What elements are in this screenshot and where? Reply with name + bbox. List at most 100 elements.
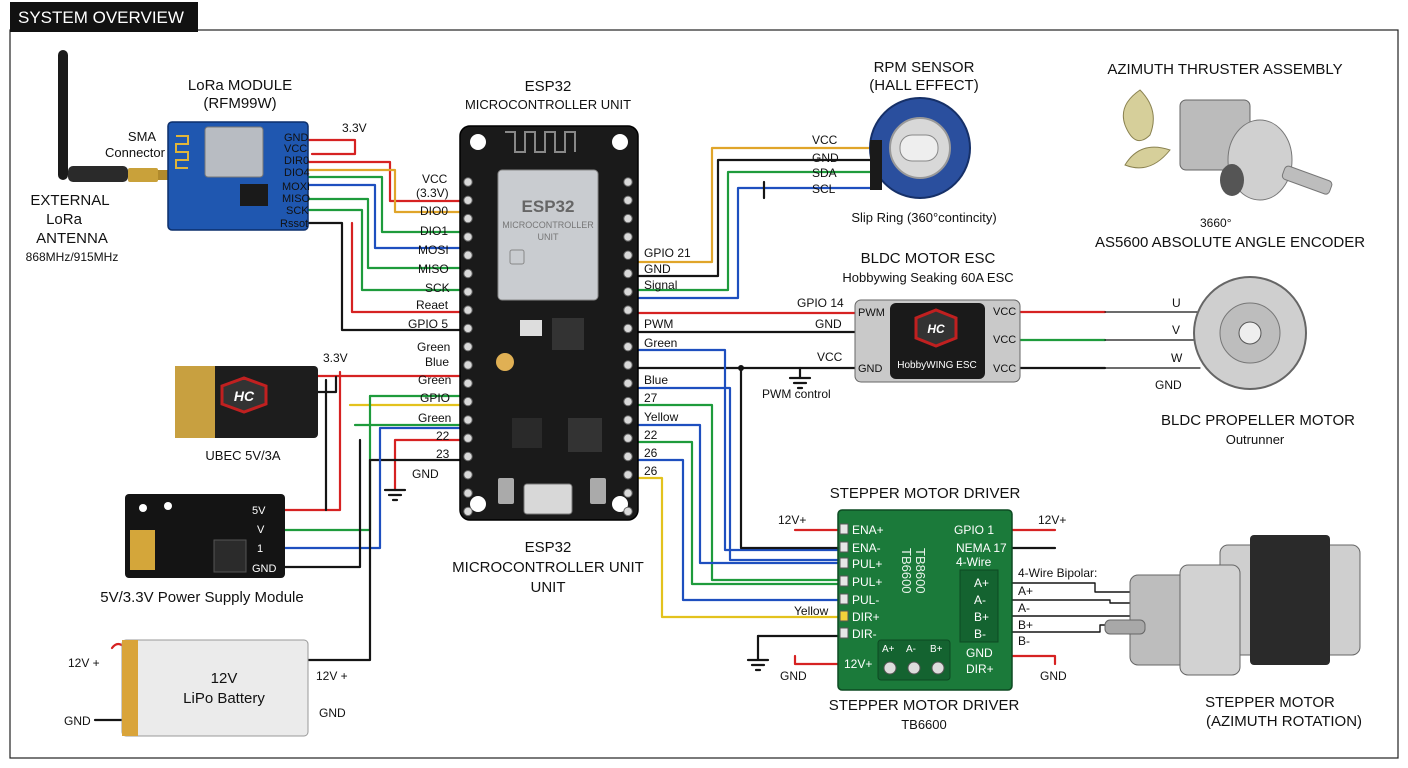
esp-left-header-pin xyxy=(463,268,473,279)
esp-left-header-pin xyxy=(463,378,473,388)
motor-w-label: W xyxy=(1171,351,1183,365)
driver-left-terminal xyxy=(839,523,849,535)
motor-v-label: V xyxy=(1172,323,1180,337)
motor-gnd-label: GND xyxy=(1155,378,1182,392)
driver-pin-pul-plus: PUL+ xyxy=(852,557,882,571)
thruster-title: AZIMUTH THRUSTER ASSEMBLY xyxy=(1107,61,1342,78)
esp-left-header-pin xyxy=(463,470,473,480)
esp-right-header-pin xyxy=(623,250,633,260)
svg-text:HC: HC xyxy=(927,322,945,336)
lora-pin-moxi: MOXI xyxy=(282,181,310,193)
lora-pin-labels: GND VCC DIR0 DIO4 MOXI MISO SCK Rssot xyxy=(280,132,311,230)
svg-text:HC: HC xyxy=(234,388,255,404)
driver-bottom-b-plus: B+ xyxy=(930,644,943,655)
ubec-green3-label: Green xyxy=(418,411,451,425)
battery-label-1: 12V xyxy=(211,670,238,687)
esp-left-header-pin xyxy=(463,177,473,187)
esp-left-header-pin xyxy=(463,451,473,462)
esp-yellow-label: Yellow xyxy=(644,410,679,424)
driver-12v-bottom: 12V+ xyxy=(844,657,872,671)
coil-b-plus: B+ xyxy=(1018,618,1033,632)
motor-title: BLDC PROPELLER MOTOR xyxy=(1161,412,1355,429)
esp-signal-label: Signal xyxy=(644,278,677,292)
esc-title: BLDC MOTOR ESC xyxy=(861,250,996,267)
ubec-module: HC xyxy=(175,366,318,438)
antenna-frequency: 868MHz/915MHz xyxy=(26,250,119,264)
lora-pin-reset: Rssot xyxy=(280,218,308,230)
driver-pin-ena-plus: ENA+ xyxy=(852,523,884,537)
driver-pin-dir-plus: DIR+ xyxy=(852,610,880,624)
esp32-rf-shield xyxy=(497,169,599,301)
esp-vcc-label: VCC xyxy=(422,172,448,186)
stepper-motor-label-2: (AZIMUTH ROTATION) xyxy=(1206,713,1362,730)
battery-gnd-right: GND xyxy=(319,706,346,720)
esp-right-header-pin xyxy=(623,415,633,425)
driver-left-terminal xyxy=(839,541,849,553)
esp-right-header-pin xyxy=(623,470,633,480)
lora-pin-dio4: DIO4 xyxy=(284,167,310,179)
ubec-label: UBEC 5V/3A xyxy=(205,448,280,463)
lora-pin-sck: SCK xyxy=(286,205,309,217)
esp-sck-label: SCK xyxy=(425,281,450,295)
esp-left-header-pin xyxy=(463,360,473,370)
psu-label: 5V/3.3V Power Supply Module xyxy=(100,589,303,606)
lora-rf-can xyxy=(204,126,264,178)
esp-right-header-pin xyxy=(623,488,633,498)
ubec-blue-label: Blue xyxy=(425,355,449,369)
lipo-battery xyxy=(121,639,309,737)
esp-bottom-label-3: UNIT xyxy=(531,579,566,596)
esp32-chip-sub-1: MICROCONTROLLER xyxy=(502,220,594,230)
mount-hole xyxy=(612,134,628,150)
esp-left-header-pin xyxy=(463,396,473,407)
esc-gpio14-label: GPIO 14 xyxy=(797,296,844,310)
slip-ring-label: Slip Ring (360°contincity) xyxy=(851,210,996,225)
rpm-scl-label: SCL xyxy=(812,182,836,196)
driver-gpio1-label: GPIO 1 xyxy=(954,523,994,537)
esp32-chip-sub-2: UNIT xyxy=(538,232,559,242)
battery-body xyxy=(121,639,309,737)
boot-button xyxy=(498,478,514,504)
mount-hole xyxy=(470,496,486,512)
driver-12v-right: 12V+ xyxy=(1038,513,1066,527)
rpm-title-1: RPM SENSOR xyxy=(874,59,975,76)
esp-bottom-label-1: ESP32 xyxy=(525,539,572,556)
mount-hole xyxy=(470,134,486,150)
usb-uart-chip xyxy=(552,318,584,350)
pwm-control-label: PWM control xyxy=(762,387,831,401)
esp-right-header-pin xyxy=(623,506,633,517)
regulator-chip xyxy=(568,418,602,452)
driver-pin-a-minus: A- xyxy=(974,593,986,607)
ubec-23-label: 23 xyxy=(436,447,450,461)
ubec-22-label: 22 xyxy=(436,429,450,443)
psu-pin-5v: 5V xyxy=(252,505,266,517)
esp-left-header-pin xyxy=(463,433,473,443)
esp-vcc-sub-label: (3.3V) xyxy=(416,186,449,200)
esp-left-header-pin xyxy=(463,232,473,242)
esp-22-label: 22 xyxy=(644,428,658,442)
lora-pin-gnd: GND xyxy=(284,132,309,144)
propeller-blade xyxy=(1122,89,1154,142)
esp-top-label-2: MICROCONTROLLER UNIT xyxy=(465,97,631,112)
psu-pin-1: 1 xyxy=(257,543,263,555)
motor-u-label: U xyxy=(1172,296,1181,310)
esp-top-label-1: ESP32 xyxy=(525,78,572,95)
antenna-label-1: EXTERNAL xyxy=(30,192,109,209)
rpm-sensor xyxy=(869,97,971,199)
driver-model: TB6600 xyxy=(901,717,947,732)
driver-left-terminal xyxy=(839,627,849,639)
esc-out-vcc-2: VCC xyxy=(993,334,1016,346)
driver-bottom-a-plus: A+ xyxy=(882,644,895,655)
driver-left-pin-labels: ENA+ ENA- PUL+ PUL+ PUL- DIR+ DIR- xyxy=(852,523,884,641)
reset-button xyxy=(590,478,606,504)
esp-miso-label: MISO xyxy=(418,262,449,276)
lora-title: LoRa MODULE xyxy=(188,77,292,94)
driver-yellow-label: Yellow xyxy=(794,604,829,618)
esp-left-header-pin xyxy=(463,195,473,206)
driver-left-terminal xyxy=(839,557,849,569)
antenna-label-3: ANTENNA xyxy=(36,230,108,247)
esp-left-pin-labels: VCC (3.3V) DIO0 DIO1 MOSI MISO SCK Reaet… xyxy=(408,172,450,331)
ubec-green2-label: Green xyxy=(418,373,451,387)
driver-pin-gnd: GND xyxy=(966,646,993,660)
driver-gnd-left: GND xyxy=(780,669,807,683)
thruster-angle-label: 3660° xyxy=(1200,216,1232,230)
